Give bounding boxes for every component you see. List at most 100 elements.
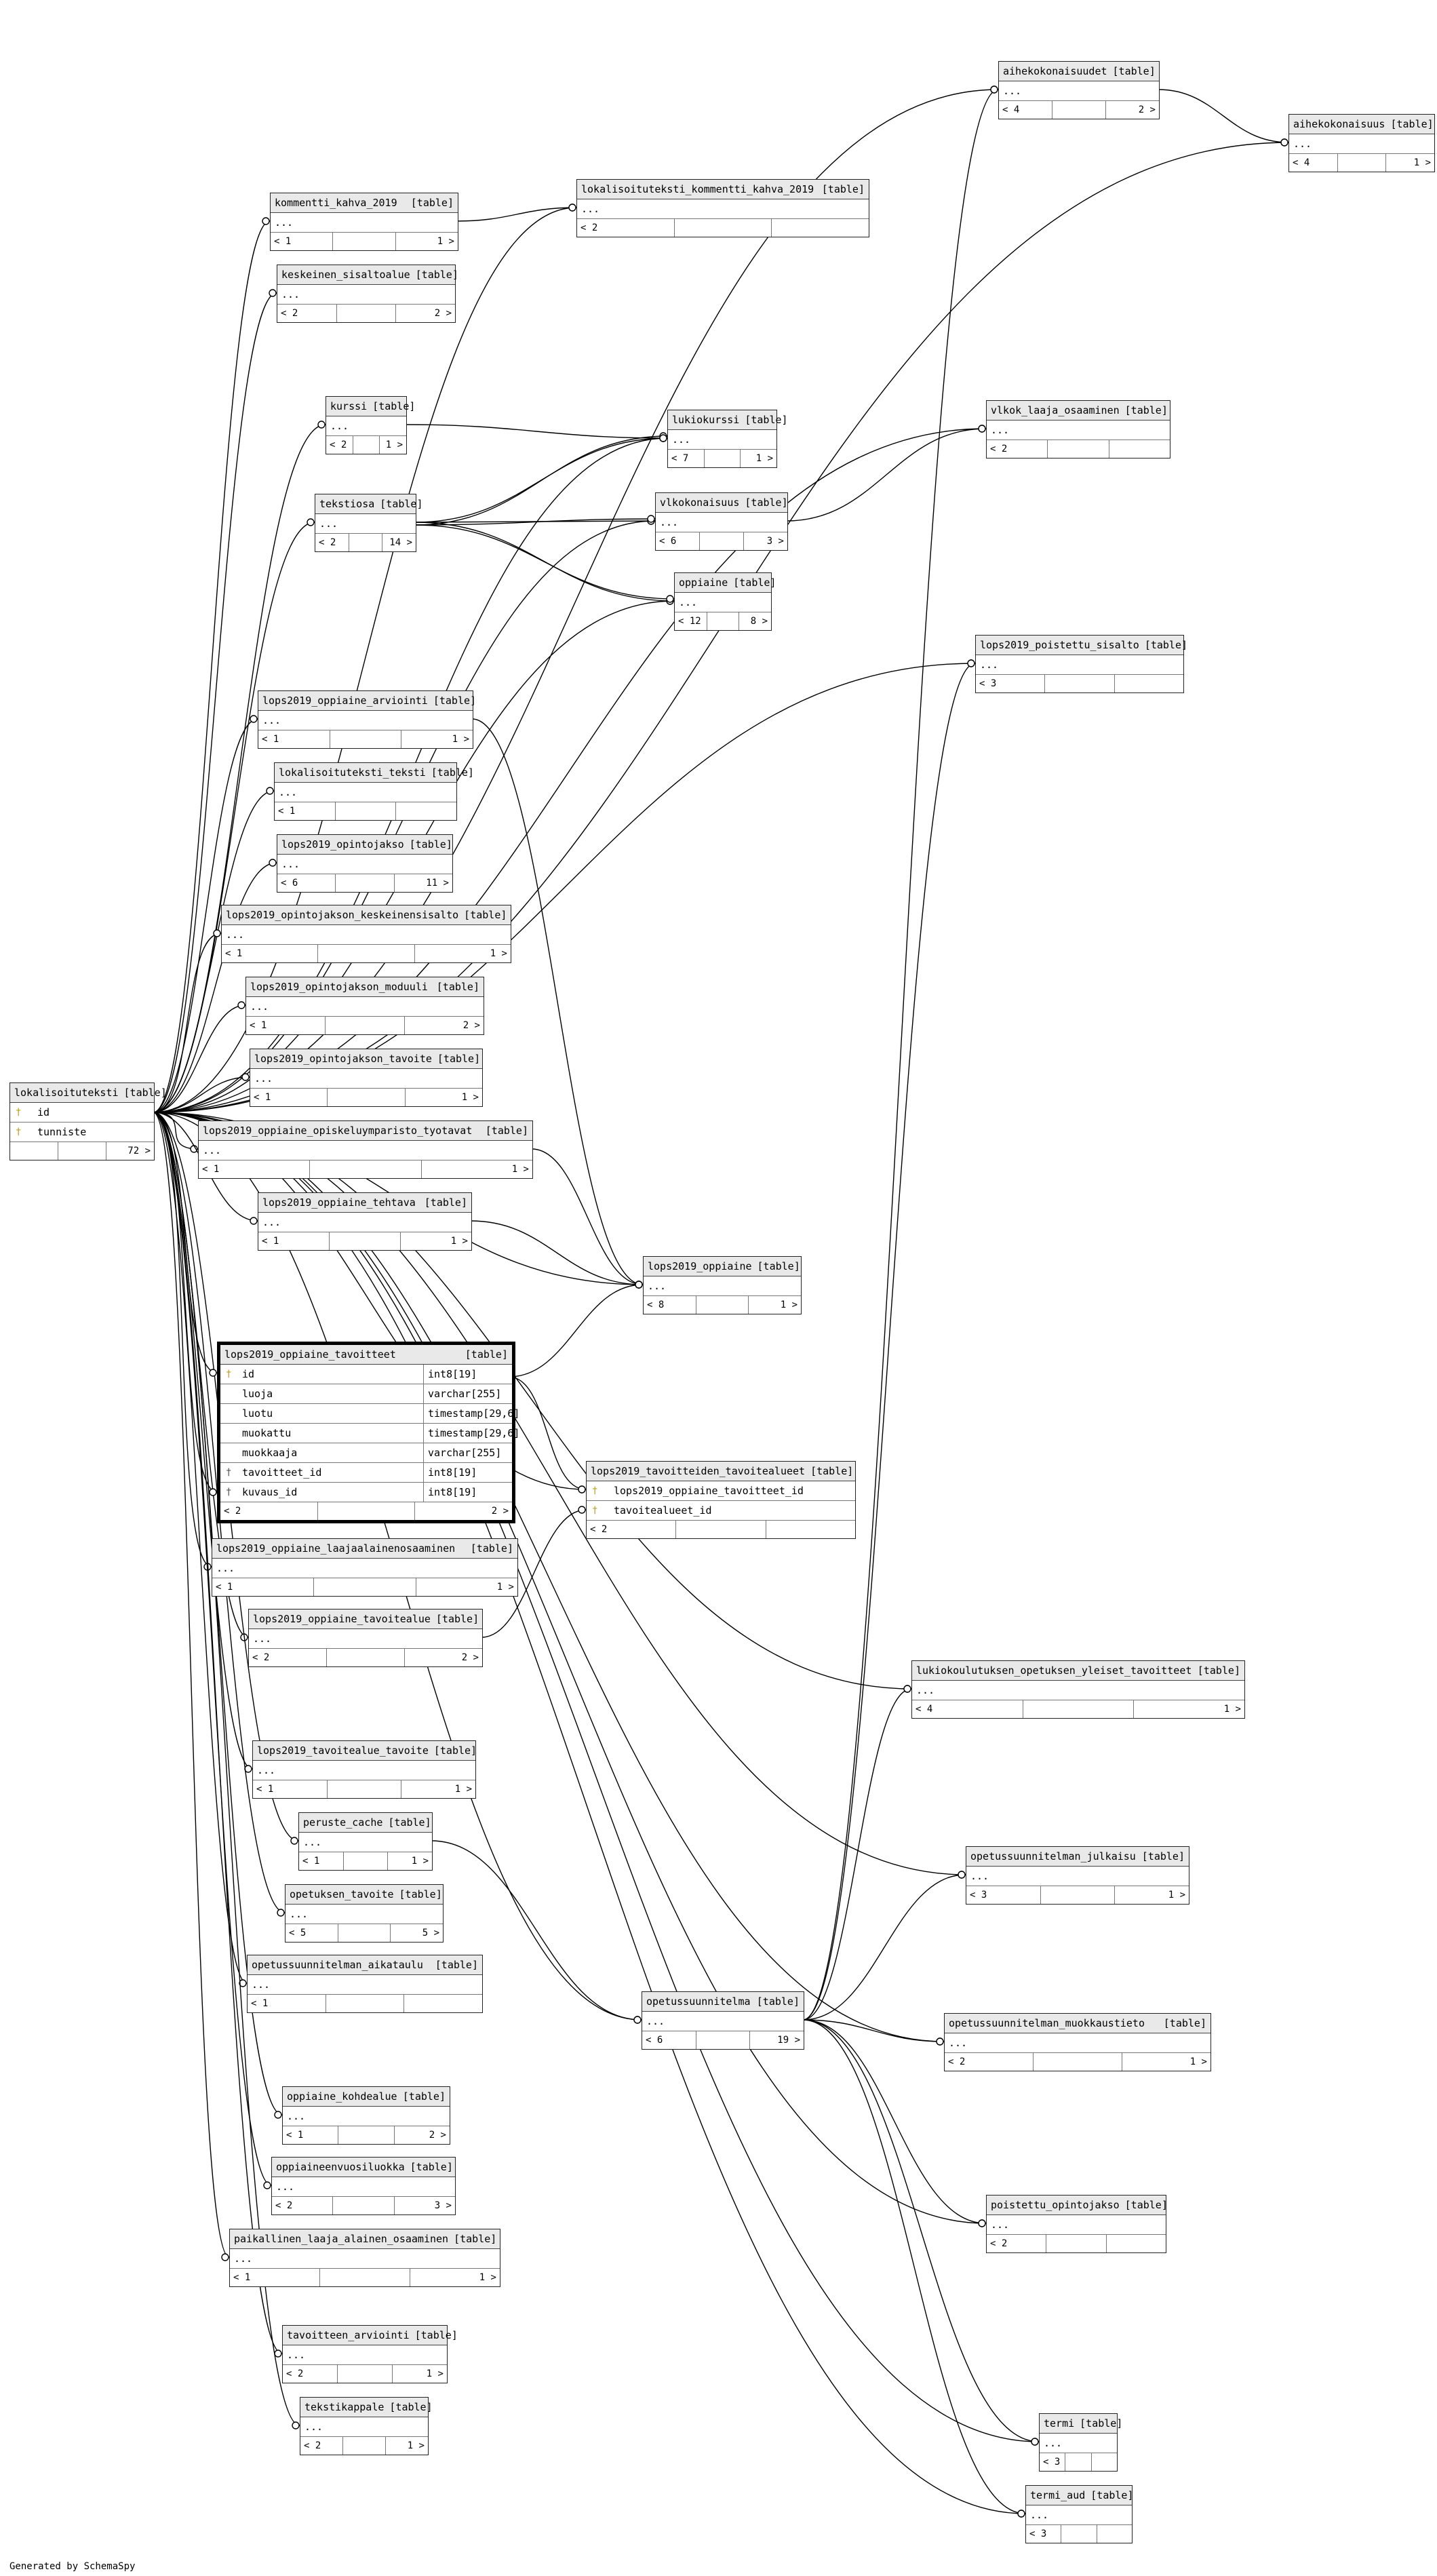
relationship-line [802, 1688, 912, 2021]
table-lops2019-opintojakson-moduuli[interactable]: lops2019_opintojakson_moduuli[table]...<… [245, 977, 484, 1035]
table-lops2019-oppiaine-arviointi[interactable]: lops2019_oppiaine_arviointi[table]...< 1… [258, 690, 476, 749]
row-count [328, 1089, 406, 1106]
table-lops2019-tavoitteiden-tavoitealueet[interactable]: lops2019_tavoitteiden_tavoitealueet[tabl… [586, 1461, 856, 1539]
row-count [338, 1924, 391, 1942]
table-termi[interactable]: termi[table]...< 3 [1039, 2413, 1122, 2472]
table-name: lukiokurssi [672, 414, 740, 426]
table-lops2019-oppiaine-laajaalainenosaaminen[interactable]: lops2019_oppiaine_laajaalainenosaaminen[… [212, 1538, 518, 1597]
focus-table[interactable]: lops2019_oppiaine_tavoitteet [table] †id… [217, 1342, 519, 1523]
crowfoot-marker [635, 1281, 643, 1289]
table-type: [table] [388, 1816, 431, 1829]
parent-count: < 6 [277, 874, 336, 892]
foreign-key-icon: † [226, 1467, 232, 1478]
row-label: ... [287, 2349, 306, 2361]
crowfoot-marker [262, 217, 270, 225]
table-type: [table] [470, 1542, 513, 1555]
table-lokalisoituteksti-teksti[interactable]: lokalisoituteksti_teksti[table]...< 1 [274, 762, 474, 821]
row-label: ... [262, 1216, 281, 1228]
table-name: lops2019_opintojakson_moduuli [250, 981, 428, 993]
row-count [707, 612, 740, 630]
table-lukiokoulutuksen-opetuksen-yleiset-tavoitteet[interactable]: lukiokoulutuksen_opetuksen_yleiset_tavoi… [911, 1660, 1245, 1719]
table-row: ... [577, 199, 869, 219]
table-opetussuunnitelman-julkaisu[interactable]: opetussuunnitelman_julkaisu[table]...< 3… [966, 1846, 1189, 1905]
row-count [343, 2437, 386, 2455]
table-lops2019-oppiaine-opiskeluymparisto-tyotavat[interactable]: lops2019_oppiaine_opiskeluymparisto_tyot… [198, 1120, 533, 1179]
table-row: ... [199, 1141, 532, 1160]
crowfoot-marker [659, 434, 667, 442]
child-count: 1 > [411, 1856, 429, 1867]
table-type: [table] [402, 2090, 446, 2103]
table-row: ... [1040, 2434, 1117, 2453]
table-row: †id [10, 1103, 154, 1123]
column-name: id [242, 1368, 255, 1380]
table-vlkok-laaja-osaaminen[interactable]: vlkok_laaja_osaaminen[table]...< 2 [986, 400, 1170, 458]
row-count [336, 874, 395, 892]
table-type: [table] [464, 909, 507, 921]
table-name: lokalisoituteksti [14, 1087, 119, 1099]
row-label: ... [1030, 2509, 1049, 2521]
child-count [1107, 2235, 1166, 2252]
row-count [338, 2126, 395, 2144]
table-row: ... [253, 1761, 475, 1780]
table-header: lops2019_oppiaine_arviointi[table] [258, 691, 476, 711]
row-count [310, 1160, 422, 1178]
table-type: [table] [410, 2161, 453, 2173]
table-lops2019-tavoitealue-tavoite[interactable]: lops2019_tavoitealue_tavoite[table]...< … [252, 1740, 477, 1799]
table-lops2019-poistettu-sisalto[interactable]: lops2019_poistettu_sisalto[table]...< 3 [975, 635, 1187, 693]
relationship-line [153, 862, 277, 1113]
child-count: 2 > [461, 1652, 479, 1663]
row-count [1041, 1886, 1116, 1904]
table-lokalisoituteksti-kommentti-kahva-2019[interactable]: lokalisoituteksti_kommentti_kahva_2019[t… [576, 179, 869, 237]
parent-count: < 12 [675, 612, 707, 630]
table-row: ... [300, 2417, 428, 2437]
child-count: 1 > [1189, 2056, 1207, 2067]
table-paikallinen-laaja-alainen-osaaminen[interactable]: paikallinen_laaja_alainen_osaaminen[tabl… [229, 2229, 500, 2287]
table-type: [table] [123, 1087, 167, 1099]
table-type: [table] [389, 2401, 433, 2413]
table-lops2019-oppiaine-tavoitealue[interactable]: lops2019_oppiaine_tavoitealue[table]...<… [248, 1609, 483, 1667]
crowfoot-marker [274, 2349, 282, 2358]
table-header: vlkok_laaja_osaaminen[table] [987, 401, 1170, 421]
table-header: lops2019_oppiaine_opiskeluymparisto_tyot… [199, 1121, 532, 1141]
table-poistettu-opintojakso[interactable]: poistettu_opintojakso[table]...< 2 [986, 2195, 1168, 2253]
child-count: 2 > [429, 2130, 446, 2141]
table-opetussuunnitelman-aikataulu[interactable]: opetussuunnitelman_aikataulu[table]...< … [247, 1955, 483, 2013]
table-lops2019-opintojakson-tavoite[interactable]: lops2019_opintojakson_tavoite[table]...<… [250, 1049, 483, 1107]
row-label: tunniste [37, 1126, 87, 1138]
table-name: opetussuunnitelman_julkaisu [970, 1850, 1136, 1862]
crowfoot-marker [958, 1871, 966, 1879]
parent-count: < 4 [1289, 154, 1338, 172]
relationship-line [153, 1112, 218, 1493]
relationship-line [153, 220, 271, 1113]
table-opetussuunnitelman-muokkaustieto[interactable]: opetussuunnitelman_muokkaustieto[table].… [944, 2013, 1211, 2071]
table-lops2019-opintojakson-keskeinensisalto[interactable]: lops2019_opintojakson_keskeinensisalto[t… [221, 905, 511, 963]
crowfoot-marker [266, 787, 274, 795]
table-name: lops2019_tavoitealue_tavoite [257, 1744, 429, 1757]
table-termi-aud[interactable]: termi_aud[table]...< 3 [1025, 2485, 1134, 2543]
